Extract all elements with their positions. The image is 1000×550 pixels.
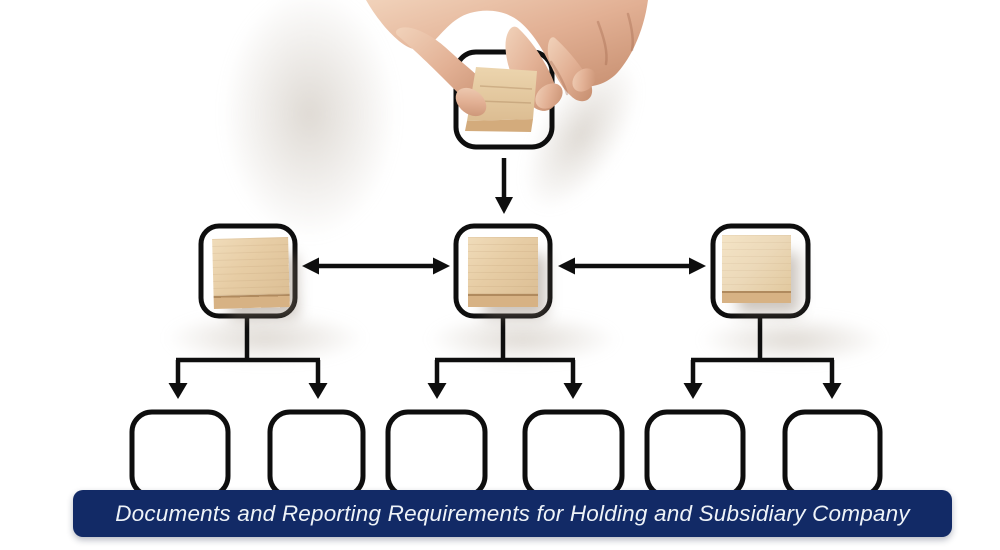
wooden-block-middle-1	[212, 237, 290, 309]
wood-edge	[468, 294, 538, 307]
finger-crease	[626, 12, 635, 52]
thumb-tip	[455, 87, 487, 117]
branch-right	[690, 314, 835, 384]
left-block-shadow	[165, 312, 365, 364]
wooden-block-top-edge	[465, 119, 533, 132]
banner-title: Documents and Reporting Requirements for…	[115, 500, 910, 526]
hand-placing-block	[366, 0, 648, 132]
branch-center	[434, 314, 576, 384]
arrowhead-mid-left-a	[302, 257, 319, 275]
arrowhead-branch-right-b	[822, 383, 842, 399]
center-block-shadow	[428, 314, 618, 364]
wood-face	[468, 237, 538, 295]
arrowhead-top-down	[495, 197, 513, 214]
wood-edge	[722, 290, 791, 303]
hand-shadow	[222, 0, 397, 240]
finger-crease	[549, 60, 569, 96]
org-node-bottom-3	[385, 409, 488, 499]
index-finger-tip	[535, 83, 563, 109]
wood-grain	[477, 85, 533, 104]
arrowhead-branch-center-b	[563, 383, 583, 399]
middle-finger-tip	[572, 68, 596, 92]
arrowhead-branch-right-a	[683, 383, 703, 399]
title-banner: Documents and Reporting Requirements for…	[73, 490, 952, 537]
arrowhead-mid-right-a	[558, 257, 575, 275]
wooden-block-middle-2	[468, 237, 538, 307]
org-node-bottom-5	[644, 409, 746, 499]
wooden-block-middle-3	[722, 235, 791, 303]
org-node-bottom-4	[522, 409, 625, 499]
finger-crease	[596, 20, 608, 66]
arrowhead-mid-left-b	[433, 257, 450, 275]
wood-edge	[213, 294, 290, 309]
wood-face	[212, 237, 290, 297]
arrowhead-branch-left-b	[308, 383, 328, 399]
wood-face	[722, 235, 791, 291]
arrowhead-branch-left-a	[168, 383, 188, 399]
arrowhead-mid-right-b	[689, 257, 706, 275]
org-node-bottom-6	[782, 409, 883, 499]
branch-left	[175, 314, 321, 384]
arrowhead-branch-center-a	[427, 383, 447, 399]
org-node-bottom-2	[267, 409, 366, 499]
org-node-bottom-1	[129, 409, 231, 499]
right-block-shadow	[700, 316, 885, 364]
